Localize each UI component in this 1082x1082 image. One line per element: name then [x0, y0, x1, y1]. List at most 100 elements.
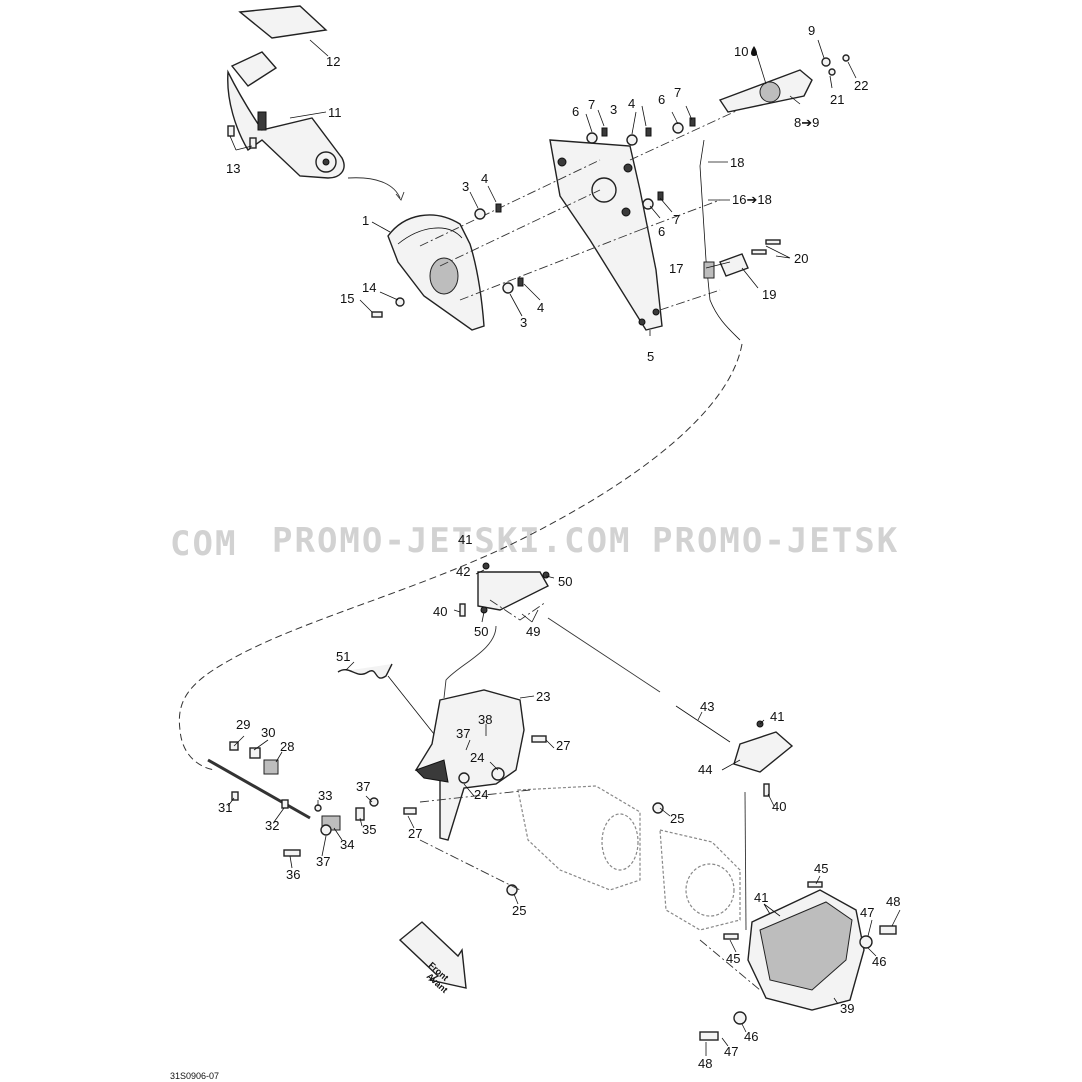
callout-23: 23 [536, 689, 550, 704]
callout-24: 24 [474, 787, 488, 802]
pedal-strip [257, 111, 267, 131]
callout-24: 24 [470, 750, 484, 765]
callout-3: 3 [610, 102, 617, 117]
callout-20: 20 [794, 251, 808, 266]
callout-38: 38 [478, 712, 492, 727]
callout-7: 7 [673, 212, 680, 227]
callout-40: 40 [772, 799, 786, 814]
callout-7: 7 [674, 85, 681, 100]
callout-46: 46 [744, 1029, 758, 1044]
callout-50: 50 [474, 624, 488, 639]
callout-47: 47 [724, 1044, 738, 1059]
rod-bushing [263, 759, 279, 775]
callout-31: 31 [218, 800, 232, 815]
nozzle-ghost [659, 829, 741, 931]
callout-8-9: 8➔9 [794, 115, 819, 130]
callout-16-18: 16➔18 [732, 192, 772, 207]
front-arrow: Front Avant [398, 921, 467, 995]
callout-27: 27 [556, 738, 570, 753]
pedal-screw [227, 125, 235, 137]
lever-hub [759, 81, 781, 103]
callout-41: 41 [770, 709, 784, 724]
spring [337, 663, 393, 679]
pedal-assembly [178, 5, 850, 771]
callout-48: 48 [698, 1056, 712, 1071]
callout-labels: 12 11 13 1 3 4 14 15 4 3 6 7 3 4 6 7 7 6… [218, 23, 900, 1071]
callout-21: 21 [830, 92, 844, 107]
pedal-bracket [230, 51, 278, 87]
callout-29: 29 [236, 717, 250, 732]
callout-18: 18 [730, 155, 744, 170]
callout-44: 44 [698, 762, 712, 777]
callout-35: 35 [362, 822, 376, 837]
callout-27: 27 [408, 826, 422, 841]
callout-45: 45 [726, 951, 740, 966]
callout-48: 48 [886, 894, 900, 909]
callout-39: 39 [840, 1001, 854, 1016]
callout-7: 7 [588, 97, 595, 112]
oil-drop-icon [751, 46, 757, 56]
cable-fitting [703, 261, 715, 279]
callout-11: 11 [328, 105, 342, 120]
callout-37: 37 [456, 726, 470, 741]
callout-40: 40 [433, 604, 447, 619]
callout-51: 51 [336, 649, 350, 664]
callout-3: 3 [462, 179, 469, 194]
callout-28: 28 [280, 739, 294, 754]
callout-42: 42 [456, 564, 470, 579]
callout-17: 17 [669, 261, 683, 276]
callout-15: 15 [340, 291, 354, 306]
support-bracket [477, 571, 549, 611]
callout-4: 4 [537, 300, 544, 315]
callout-13: 13 [226, 161, 240, 176]
callout-10: 10 [734, 44, 748, 59]
callout-49: 49 [526, 624, 540, 639]
cable-sheath [699, 139, 741, 341]
reverse-assembly: Front Avant [207, 562, 897, 1041]
callout-9: 9 [808, 23, 815, 38]
callout-41: 41 [754, 890, 768, 905]
callout-5: 5 [647, 349, 654, 364]
callout-34: 34 [340, 837, 354, 852]
linkage-rod [207, 758, 311, 820]
callout-45: 45 [814, 861, 828, 876]
watermark: COM PROMO-JETSKI.COM PROMO-JETSK [170, 521, 899, 564]
callout-46: 46 [872, 954, 886, 969]
callout-6: 6 [658, 92, 665, 107]
callout-41: 41 [458, 532, 472, 547]
leader-lines [227, 39, 901, 1056]
bracket-hole [591, 177, 617, 203]
pedal-screw [249, 137, 257, 149]
pedal-pad [238, 5, 328, 39]
callout-37: 37 [356, 779, 370, 794]
callout-36: 36 [286, 867, 300, 882]
cover-hole [429, 257, 459, 295]
callout-33: 33 [318, 788, 332, 803]
callout-30: 30 [261, 725, 275, 740]
main-bracket [549, 139, 663, 331]
callout-3: 3 [520, 315, 527, 330]
callout-4: 4 [481, 171, 488, 186]
shift-rod [675, 705, 731, 743]
cable-bracket [719, 253, 749, 277]
drawing-code: 31S0906-07 [170, 1071, 219, 1081]
callout-50: 50 [558, 574, 572, 589]
callout-6: 6 [572, 104, 579, 119]
callout-22: 22 [854, 78, 868, 93]
callout-19: 19 [762, 287, 776, 302]
callout-43: 43 [700, 699, 714, 714]
callout-6: 6 [658, 224, 665, 239]
nozzle-bracket [733, 731, 794, 773]
reverse-gate-ghost [517, 785, 641, 891]
watermark-right: PROMO-JETSK [652, 521, 899, 561]
callout-47: 47 [860, 905, 874, 920]
watermark-left: COM [170, 524, 237, 564]
callout-32: 32 [265, 818, 279, 833]
callout-25: 25 [512, 903, 526, 918]
pedal-arm [227, 69, 345, 179]
callout-14: 14 [362, 280, 376, 295]
callout-37: 37 [316, 854, 330, 869]
callout-12: 12 [326, 54, 340, 69]
watermark-mid: PROMO-JETSKI.COM [272, 521, 632, 561]
